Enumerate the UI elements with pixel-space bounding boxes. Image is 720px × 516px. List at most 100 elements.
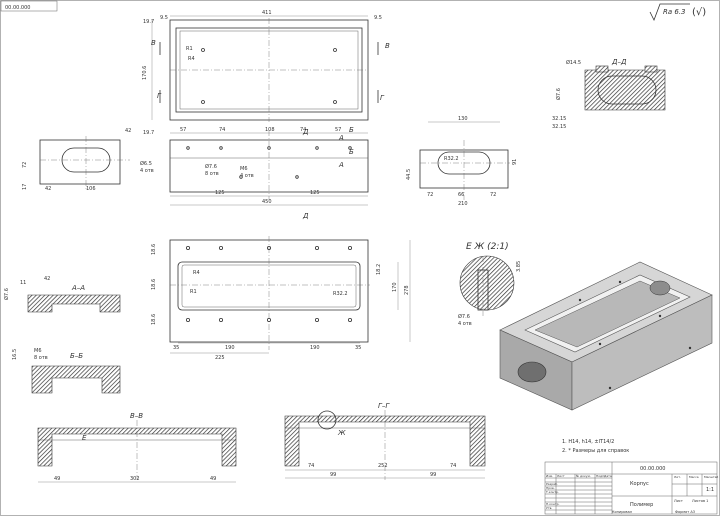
tb-row-5: Разраб. [546,482,558,486]
right-dim-210: 210 [458,201,468,207]
front-dim-450: 450 [262,199,272,205]
right-dim-44-5: 44.5 [406,169,412,180]
tb-format: Формат А3 [675,510,695,514]
section-vv-label-e: Е [82,434,87,442]
left-view: 42 42 106 72 17 Ø6.5 4 отв [22,128,154,192]
section-gg-dim-74-b: 74 [450,463,456,469]
main-dim-r32-2: R32.2 [333,291,348,297]
section-dd-title: Д–Д [611,58,627,66]
plan-view: 411 9.5 9.5 19.7 19.7 170.6 R1 R4 В В Г … [142,10,390,136]
detail-zh-title: Е Ж (2:1) [466,242,509,252]
section-gg-title: Г–Г [378,402,390,410]
front-dim-108: 108 [265,127,275,133]
section-bb-title: Б–Б [70,352,83,360]
section-bb-dim-16-5: 16.5 [12,349,18,360]
stamp-number-box: 00.00.000 [0,0,58,12]
plan-section-label-v-right: В [385,42,390,50]
technical-notes: 1. H14, h14, ±IT14/2 2. * Размеры для сп… [562,439,629,454]
main-dim-278: 278 [404,285,410,295]
note-line-2: 2. * Размеры для справок [562,448,629,454]
right-view: 130 72 66 72 210 91 44.5 R32.2 [406,116,518,207]
front-dim-125-a: 125 [215,190,225,196]
roughness-value: Ra 6.3 [663,8,686,16]
section-vv-title: В–В [130,412,143,420]
main-dim-18-6-c: 18.6 [151,314,157,325]
plan-section-label-v-left: В [151,39,156,47]
detail-zh: Е Ж (2:1) Ø7.6 4 отв 3.85 [458,242,522,327]
right-dim-66: 66 [458,192,464,198]
front-dim-57-a: 57 [180,127,186,133]
main-dim-r4: R4 [193,270,200,276]
right-dim-r32-2: R32.2 [444,156,459,162]
tb-row-4: Дата [604,474,612,478]
section-dd-dim-14-5: Ø14.5 [566,59,581,66]
tb-sheets: Листов 1 [692,499,708,503]
tb-row-8: Н.контр. [546,502,559,506]
front-dim-57-b: 57 [335,127,341,133]
section-vv-dim-302: 302 [130,476,140,482]
title-block-material: Полимер [630,502,653,508]
tb-row-1: Лист [557,474,565,478]
tb-scale: 1:1 [706,487,714,493]
detail-zh-dim-count: 4 отв [458,321,472,327]
roughness-suffix: (√) [692,7,706,18]
section-gg-dim-252: 252 [378,463,388,469]
left-dim-42-top: 42 [125,128,131,134]
tb-row-7: Т.контр. [545,490,559,494]
section-vv-dim-49-b: 49 [210,476,216,482]
left-dim-hole-count-4: 4 отв [140,168,154,174]
front-dim-74-a: 74 [219,127,225,133]
main-dim-35-a: 35 [173,345,179,351]
right-dim-72-b: 72 [490,192,496,198]
stamp-number-text: 00.00.000 [5,5,30,11]
left-dim-106: 106 [86,186,96,192]
front-section-label-d-bottom: Д [302,212,309,220]
section-aa-dim-42: 42 [44,276,50,282]
plan-dim-9-5-right: 9.5 [374,15,382,21]
right-dim-130: 130 [458,116,468,122]
section-bb-dim-count: 8 отв [34,355,48,361]
tb-copied: Копировал [612,510,632,514]
left-dim-17: 17 [22,184,28,190]
detail-zh-dim-7-6: Ø7.6 [458,313,470,320]
section-gg: Г–Г 74 252 74 99 99 Ж [284,402,486,480]
section-vv-dim-49-a: 49 [54,476,60,482]
section-gg-dim-99-b: 99 [430,472,436,478]
right-dim-91: 91 [512,159,518,165]
front-dim-hole-count-8: 8 отв [205,171,219,177]
roughness-symbol: Ra 6.3 (√) [649,3,706,21]
tb-sheet: Лист [674,499,683,503]
plan-dim-411: 411 [262,10,272,16]
section-vv: В–В 49 302 49 Е [37,412,237,483]
left-dim-hole-6-5: Ø6.5 [140,160,152,167]
tb-mass: Масса [689,475,699,479]
section-dd: Д–Д Ø14.5 Ø7.6 32.15 32.15 [552,58,666,130]
plan-dim-19-7-top: 19.7 [143,19,154,25]
section-gg-label-zh: Ж [337,429,346,437]
tb-row-9: Утв. [546,506,552,510]
plan-dim-r4: R4 [188,56,195,62]
plan-section-label-g-right: Г [380,94,385,102]
front-section-label-a-bottom: А [338,161,344,169]
tb-row-3: Подп. [596,474,605,478]
tb-scale-label: Масштаб [704,475,718,479]
section-gg-dim-99-a: 99 [330,472,336,478]
right-dim-72-a: 72 [427,192,433,198]
front-dim-m6: M6 [240,166,248,172]
main-dim-r1: R1 [190,289,197,295]
tb-row-0: Изм. [546,474,553,478]
section-aa-dim-11: 11 [20,280,26,286]
plan-dim-170-6: 170.6 [142,66,148,80]
front-section-label-d-top: Д [302,128,309,136]
plan-dim-19-7-bottom: 19.7 [143,130,154,136]
front-view: 57 74 108 74 57 125 125 450 Ø7.6 8 отв M… [169,126,369,220]
tb-row-2: № докум. [576,474,591,478]
plan-dim-9-5-left: 9.5 [160,15,168,21]
section-aa: А–А Ø7.6 42 11 [3,276,121,313]
isometric-view [499,261,713,411]
main-dim-225: 225 [215,355,225,361]
section-bb: Б–Б M6 8 отв 16.5 [12,348,121,394]
front-dim-74-b: 74 [300,127,306,133]
section-aa-title: А–А [71,284,85,292]
